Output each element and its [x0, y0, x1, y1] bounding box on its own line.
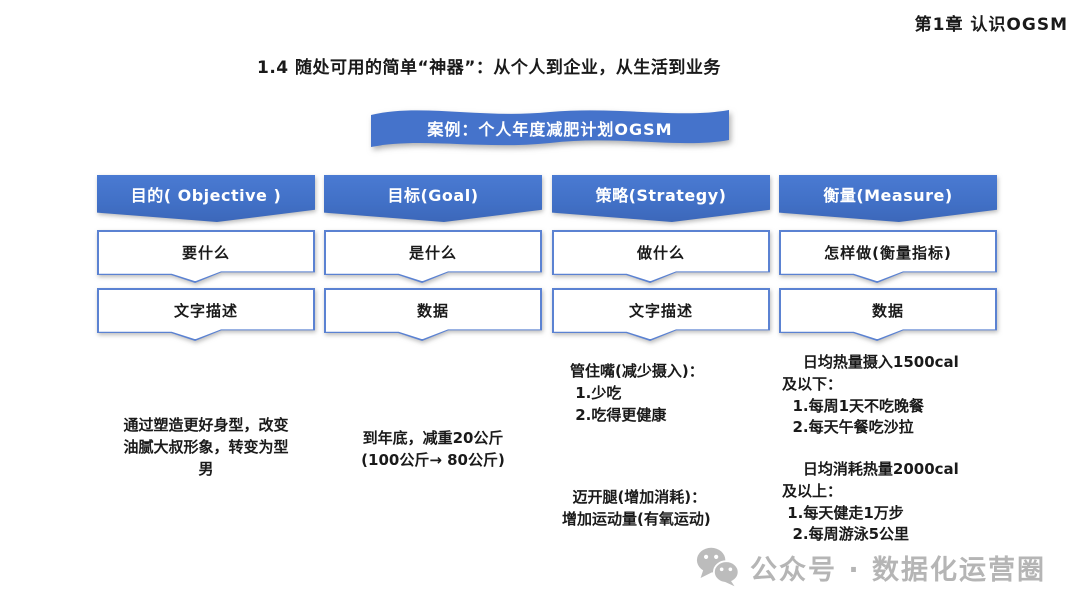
column-header-measure: 衡量(Measure) — [779, 175, 997, 222]
watermark-text: 公众号 · 数据化运营圈 — [750, 554, 1047, 586]
measure-question-label: 怎样做(衡量指标) — [824, 243, 952, 262]
column-header-measure-label: 衡量(Measure) — [823, 185, 953, 205]
chapter-heading: 第1章 认识OGSM — [914, 15, 1068, 35]
wechat-icon — [696, 547, 740, 587]
objective-question-label: 要什么 — [181, 243, 230, 262]
column-strategy: 策略(Strategy) 做什么 文字描述 管住嘴(减少摄入)： 1.少吃 2.… — [552, 175, 770, 595]
case-banner: 案例：个人年度减肥计划OGSM — [366, 101, 734, 155]
measure-question-box: 怎样做(衡量指标) — [779, 230, 997, 283]
column-header-goal: 目标(Goal) — [324, 175, 542, 222]
goal-body-text: 到年底，减重20公斤 (100公斤→ 80公斤) — [361, 429, 505, 469]
column-header-goal-label: 目标(Goal) — [387, 185, 479, 205]
measure-body-text-2: 日均消耗热量2000cal 及以上： 1.每天健走1万步 2.每周游泳5公里 — [782, 460, 959, 544]
goal-question-box: 是什么 — [324, 230, 542, 283]
goal-format-label: 数据 — [416, 301, 449, 320]
measure-body-text-1: 日均热量摄入1500cal 及以下： 1.每周1天不吃晚餐 2.每天午餐吃沙拉 — [782, 353, 959, 437]
goal-format-box: 数据 — [324, 288, 542, 341]
strategy-body-text-1: 管住嘴(减少摄入)： 1.少吃 2.吃得更健康 — [570, 362, 704, 424]
objective-format-box: 文字描述 — [97, 288, 315, 341]
column-measure: 衡量(Measure) 怎样做(衡量指标) 数据 日均热量摄入1500cal 及… — [779, 175, 997, 595]
strategy-format-box: 文字描述 — [552, 288, 770, 341]
objective-format-label: 文字描述 — [173, 301, 238, 320]
goal-question-label: 是什么 — [408, 243, 457, 262]
wave-ribbon-shape — [371, 110, 729, 147]
watermark: 公众号 · 数据化运营圈 — [696, 546, 1046, 588]
measure-format-box: 数据 — [779, 288, 997, 341]
column-objective: 目的( Objective ) 要什么 文字描述 通过塑造更好身型，改变 油腻大… — [97, 175, 315, 595]
column-header-objective-label: 目的( Objective ) — [130, 185, 282, 205]
column-header-strategy: 策略(Strategy) — [552, 175, 770, 222]
page-title: 1.4 随处可用的简单“神器”：从个人到企业，从生活到业务 — [257, 58, 721, 78]
objective-body-text: 通过塑造更好身型，改变 油腻大叔形象，转变为型 男 — [123, 416, 289, 478]
column-goal: 目标(Goal) 是什么 数据 到年底，减重20公斤 (100公斤→ 80公斤) — [324, 175, 542, 595]
column-header-strategy-label: 策略(Strategy) — [595, 185, 727, 205]
strategy-question-label: 做什么 — [636, 243, 685, 262]
column-header-objective: 目的( Objective ) — [97, 175, 315, 222]
strategy-body-text-2: 迈开腿(增加消耗)： 增加运动量(有氧运动) — [562, 488, 711, 528]
strategy-format-label: 文字描述 — [628, 301, 693, 320]
strategy-question-box: 做什么 — [552, 230, 770, 283]
objective-question-box: 要什么 — [97, 230, 315, 283]
measure-format-label: 数据 — [871, 301, 904, 320]
case-banner-label: 案例：个人年度减肥计划OGSM — [427, 120, 673, 139]
